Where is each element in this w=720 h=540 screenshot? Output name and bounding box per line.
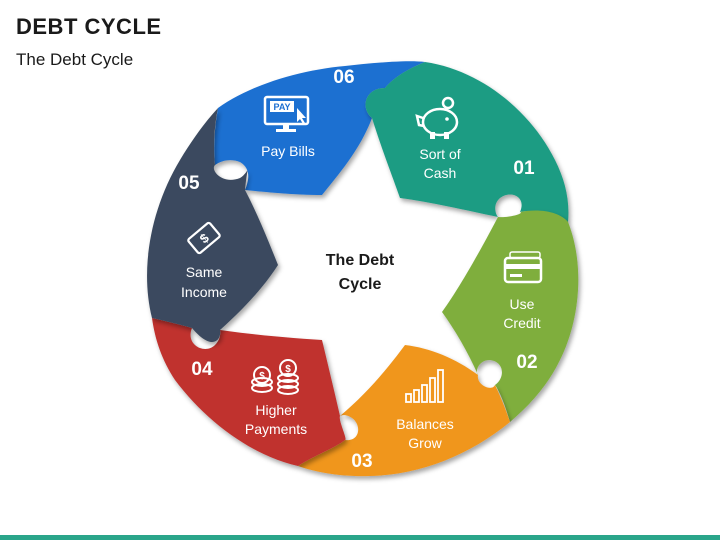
segment-02-label-line1: Use xyxy=(510,296,535,312)
pay-icon-text: PAY xyxy=(273,102,290,112)
center-label-line1: The Debt xyxy=(326,252,395,269)
page-title: DEBT CYCLE xyxy=(16,14,162,39)
segment-02-number: 02 xyxy=(516,352,537,373)
credit-card-icon xyxy=(503,251,543,284)
segment-03: 03 Balances Grow xyxy=(298,345,510,477)
bar-chart-icon xyxy=(405,369,444,403)
segment-05-number: 05 xyxy=(178,173,200,194)
coins-icon: $ $ xyxy=(251,359,299,395)
piggy-bank-icon xyxy=(415,96,459,139)
segment-03-number: 03 xyxy=(351,451,372,472)
segment-05-label-line2: Income xyxy=(181,284,227,300)
bottom-accent-bar xyxy=(0,535,720,540)
segment-03-shape xyxy=(298,345,510,477)
segment-06-label: Pay Bills xyxy=(261,143,315,159)
center-label-line2: Cycle xyxy=(339,276,382,293)
page-subtitle: The Debt Cycle xyxy=(16,50,134,69)
segment-01-label-line1: Sort of xyxy=(419,146,460,162)
svg-text:$: $ xyxy=(285,364,291,375)
segment-04: 04 $ $ Higher Payments xyxy=(152,318,346,466)
segment-06-number: 06 xyxy=(333,67,354,88)
segment-01-shape xyxy=(365,62,569,222)
segment-02-label-line2: Credit xyxy=(503,315,540,331)
segment-02: 02 Use Credit xyxy=(442,210,579,422)
segment-05-label-line1: Same xyxy=(186,264,223,280)
segment-06-shape xyxy=(213,61,425,195)
segment-01-number: 01 xyxy=(513,158,535,179)
pay-monitor-icon: PAY xyxy=(263,95,310,132)
segment-04-number: 04 xyxy=(191,359,213,380)
segment-04-label-line2: Payments xyxy=(245,421,307,437)
segment-05: 05 $ Same Income xyxy=(147,108,278,343)
segment-01-label-line2: Cash xyxy=(424,165,457,181)
segment-03-label-line2: Grow xyxy=(408,435,442,451)
segment-04-shape xyxy=(152,318,346,466)
svg-text:$: $ xyxy=(259,371,265,382)
segment-03-label-line1: Balances xyxy=(396,416,454,432)
segment-02-shape xyxy=(442,210,579,422)
segment-04-label-line1: Higher xyxy=(255,402,297,418)
segment-01: 01 Sort of Cash xyxy=(365,62,569,222)
segment-06: 06 PAY Pay Bills xyxy=(213,61,425,195)
